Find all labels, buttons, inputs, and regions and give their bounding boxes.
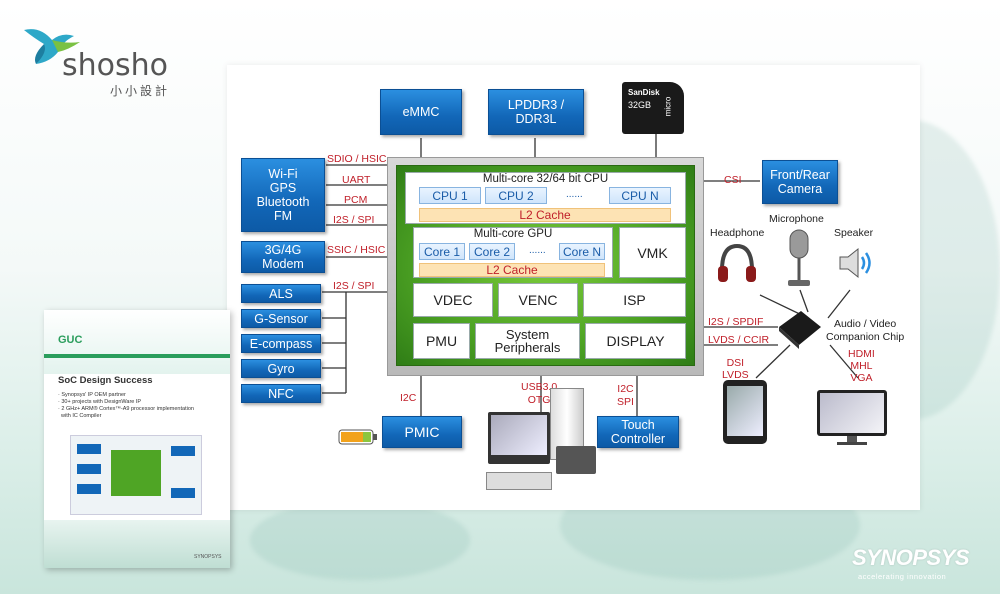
csi-label: CSI: [724, 174, 742, 186]
cpu-l2-cache: L2 Cache: [419, 208, 671, 222]
brochure-mini-diagram: [70, 435, 202, 515]
signal-label: I2S / SPI: [333, 280, 375, 292]
system-peripherals-block: System Peripherals: [475, 323, 580, 359]
headphone-label: Headphone: [710, 227, 765, 239]
sd-card-icon: SanDisk 32GB micro: [622, 82, 684, 134]
gpu-l2-cache: L2 Cache: [419, 263, 605, 277]
pmic-block: PMIC: [382, 416, 462, 448]
gpu-core-2: Core 2: [469, 243, 515, 260]
ecompass-block: E-compass: [241, 334, 321, 353]
hummingbird-icon: [24, 29, 80, 64]
cpu-dots: ......: [566, 189, 583, 200]
companion-chip-label: Audio / Video Companion Chip: [826, 318, 905, 343]
i2c-label: I2C: [400, 392, 417, 404]
gpu-dots: ......: [529, 245, 546, 256]
gpu-core-n: Core N: [559, 243, 605, 260]
als-block: ALS: [241, 284, 321, 303]
sd-capacity: 32GB: [628, 100, 652, 110]
shosho-logo: shosho 小小設計: [22, 22, 172, 98]
gpu-title: Multi-core GPU: [473, 228, 553, 240]
hdmi-label: HDMI MHL VGA: [848, 348, 875, 384]
isp-block: ISP: [583, 283, 686, 317]
signal-label: UART: [342, 174, 371, 186]
brochure-bullet: with IC Compiler: [58, 413, 102, 419]
signal-label: SDIO / HSIC: [327, 153, 387, 165]
i2s-spdif-label: I2S / SPDIF: [708, 316, 764, 328]
i2c-spi-label: I2C SPI: [617, 383, 634, 408]
cpu-core-1: CPU 1: [419, 187, 481, 204]
microphone-label: Microphone: [769, 213, 824, 225]
cpu-title: Multi-core 32/64 bit CPU: [482, 173, 609, 185]
brochure-title: SoC Design Success: [58, 375, 153, 386]
brochure: GUC SoC Design Success · Synopsys' IP OE…: [44, 310, 230, 568]
venc-block: VENC: [498, 283, 578, 317]
usb-label: USB3.0 OTG: [521, 381, 558, 406]
brochure-bullet: · Synopsys' IP OEM partner: [58, 392, 126, 398]
signal-label: PCM: [344, 194, 368, 206]
battery-icon: [338, 429, 377, 445]
cpu-core-2: CPU 2: [485, 187, 547, 204]
brochure-stripe: [44, 354, 230, 358]
speaker-label: Speaker: [834, 227, 874, 239]
vdec-block: VDEC: [413, 283, 493, 317]
lpddr-block: LPDDR3 / DDR3L: [488, 89, 584, 135]
keyboard-icon: [486, 472, 552, 490]
modem-block: 3G/4G Modem: [241, 241, 325, 273]
signal-label: I2S / SPI: [333, 214, 375, 226]
microphone-icon: [788, 229, 810, 286]
speaker-icon: [839, 247, 871, 279]
sd-type: micro: [663, 96, 673, 117]
vmk-block: VMK: [619, 227, 686, 278]
display-block: DISPLAY: [585, 323, 686, 359]
synopsys-tagline: accelerating innovation: [858, 572, 947, 581]
touch-controller-block: Touch Controller: [597, 416, 679, 448]
headphone-icon: [718, 243, 756, 282]
tablet-icon: [723, 380, 767, 444]
pc-monitor-icon: [488, 412, 550, 464]
gsensor-block: G-Sensor: [241, 309, 321, 328]
map-shape: [250, 500, 470, 580]
wireless-block: Wi-Fi GPS Bluetooth FM: [241, 158, 325, 232]
signal-label: SSIC / HSIC: [327, 244, 386, 256]
nfc-block: NFC: [241, 384, 321, 403]
logo-name: shosho: [62, 48, 168, 83]
gyro-block: Gyro: [241, 359, 321, 378]
monitor-icon: [817, 390, 887, 445]
synopsys-logo: SYNOPSYS: [852, 545, 970, 570]
companion-chip-icon: [779, 311, 821, 349]
dsi-lvds-label: DSI LVDS: [722, 357, 749, 381]
logo-subtitle: 小小設計: [110, 84, 171, 98]
brochure-bullet: · 2 GHz+ ARM® Cortex™-A9 processor imple…: [58, 406, 194, 412]
gpu-core-1: Core 1: [419, 243, 465, 260]
brochure-bullet: · 30+ projects with DesignWare IP: [58, 399, 142, 405]
pmu-block: PMU: [413, 323, 470, 359]
brochure-brand: GUC: [58, 334, 83, 346]
emmc-block: eMMC: [380, 89, 462, 135]
network-port-icon: [556, 446, 596, 474]
brochure-footer: SYNOPSYS: [194, 554, 222, 560]
camera-block: Front/Rear Camera: [762, 160, 838, 204]
sd-brand: SanDisk: [628, 88, 660, 97]
lvds-ccir-label: LVDS / CCIR: [708, 334, 770, 346]
cpu-core-n: CPU N: [609, 187, 671, 204]
